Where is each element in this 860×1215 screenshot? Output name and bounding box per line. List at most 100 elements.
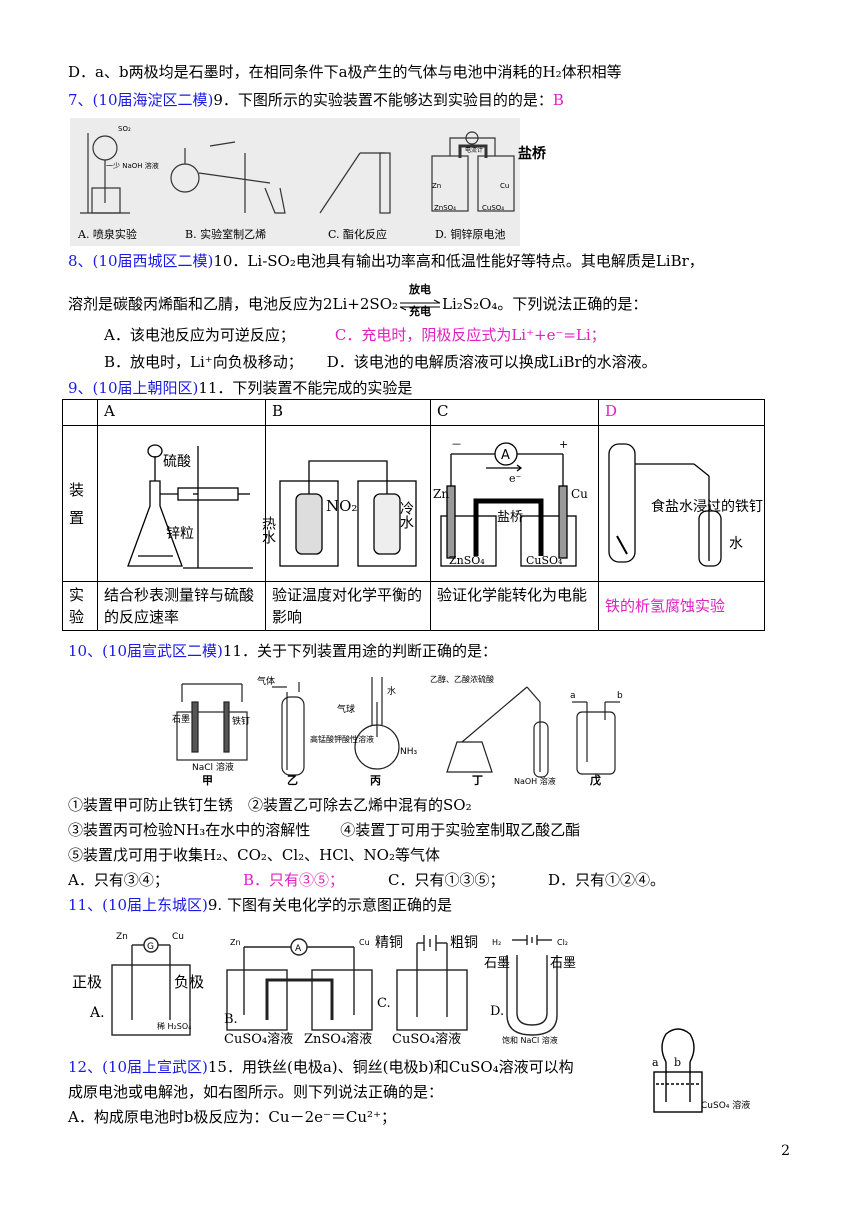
q10-water-label: 水 <box>387 685 396 697</box>
q10-option-c: C．只有①③⑤； <box>388 871 505 889</box>
q10-option-b: B．只有③⑤； <box>243 871 345 889</box>
q9c-electron-label: e⁻ <box>509 472 522 485</box>
q11d-h2-label: H₂ <box>492 938 501 947</box>
q11a-positive-label: 正极 <box>72 973 102 991</box>
q9-device-b: 热水 NO₂ 冷水 <box>260 425 431 582</box>
q8-options-row-1: A．该电池反应为可逆反应； C．充电时，阴极反应式为Li⁺+e⁻=Li； <box>104 325 606 345</box>
q10-balloon-label: 气球 <box>337 703 355 715</box>
q7-cu-label: Cu <box>500 182 509 190</box>
q11d-cl2-label: Cl₂ <box>557 938 568 947</box>
q8-source: 8、(10届西城区二模) <box>68 252 214 270</box>
q10-naoh-label: NaOH 溶液 <box>514 776 556 786</box>
q9a-acid-label: 硫酸 <box>163 454 191 470</box>
q7-znso4-label: ZnSO₄ <box>434 204 456 212</box>
q9-row-experiment: 实验 <box>62 581 98 631</box>
q7-caption-d: D. 铜锌原电池 <box>435 227 505 241</box>
q9-col-a: A <box>97 399 266 426</box>
q10-reagent-label: 乙醇、乙酸浓硫酸 <box>430 674 494 684</box>
q8-option-a: A．该电池反应为可逆反应； <box>104 326 295 344</box>
q7-caption-c: C. 酯化反应 <box>328 227 387 241</box>
q12-b-label: b <box>674 1056 681 1069</box>
question-10: 10、(10届宣武区二模)11．关于下列装置用途的判断正确的是： <box>68 641 497 661</box>
q7-caption-a: A. 喷泉实验 <box>77 227 137 241</box>
q10-statement-2: ③装置丙可检验NH₃在水中的溶解性 ④装置丁可用于实验室制取乙酸乙酯 <box>68 821 581 839</box>
q11-a-letter: A. <box>89 1005 105 1021</box>
q11a-zn-label: Zn <box>116 932 128 942</box>
q9c-zn-label: Zn <box>433 487 449 501</box>
q11-b-letter: B. <box>224 1012 238 1027</box>
q7-naoh-label: 一少 NaOH 溶液 <box>106 161 159 170</box>
q11d-graphite-left: 石墨 <box>484 956 510 971</box>
q11d-graphite-right: 石墨 <box>550 956 576 971</box>
q9d-nail-label: 食盐水浸过的铁钉 <box>651 498 763 515</box>
q9c-minus-label: － <box>451 438 462 451</box>
q11b-zn-label: Zn <box>230 938 241 947</box>
q9c-plus-label: + <box>559 438 568 451</box>
q12-source: 12、(10届上宣武区) <box>68 1058 208 1076</box>
q8-reaction-left: 溶剂是碳酸丙烯酯和乙腈，电池反应为2Li+2SO₂ <box>68 295 399 313</box>
q8-arrow-charge: 充电 <box>409 305 432 318</box>
q12-figure: a b CuSO₄ 溶液 <box>648 1022 750 1117</box>
q8-option-c: C．充电时，阴极反应式为Li⁺+e⁻=Li； <box>334 326 606 344</box>
q9-device-a: 硫酸 锌粒 <box>97 425 266 582</box>
q10-label-ding: 丁 <box>472 774 483 787</box>
q11c-pure-cu-label: 精铜 <box>375 935 403 951</box>
q9-device-c: A e⁻ － + Zn Cu 盐桥 ZnSO₄ CuSO₄ <box>430 425 599 582</box>
q7-answer: B <box>552 91 564 109</box>
q9a-zinc-label: 锌粒 <box>166 526 194 542</box>
q9-stem: 11．下列装置不能完成的实验是 <box>198 379 413 397</box>
q7-figure: SO₂ 一少 NaOH 溶液 电流计 盐桥 Zn Cu ZnSO₄ CuSO₄ … <box>70 118 547 246</box>
q10-option-d: D．只有①②④。 <box>548 871 666 889</box>
q9-col-c: C <box>430 399 599 426</box>
q7-cuso4-label: CuSO₄ <box>482 204 504 212</box>
option-d-previous: D．a、b两极均是石墨时，在相同条件下a极产生的气体与电池中消耗的H₂体积相等 <box>68 63 622 81</box>
q9c-bridge-label: 盐桥 <box>497 510 523 525</box>
q10-statement-3: ⑤装置戊可用于收集H₂、CO₂、Cl₂、HCl、NO₂等气体 <box>68 846 440 864</box>
q8-arrow-discharge: 放电 <box>409 283 432 296</box>
q7-source: 7、(10届海淀区二模) <box>68 91 214 109</box>
q11-stem: 9. 下图有关电化学的示意图正确的是 <box>207 896 452 914</box>
q7-zn-label: Zn <box>432 182 441 190</box>
q10-a-label: a <box>570 691 576 701</box>
q8-reaction-right: Li₂S₂O₄。下列说法正确的是： <box>442 295 648 313</box>
q9-table: A B C D 装置 硫酸 锌粒 <box>62 399 765 631</box>
q9b-cold-label: 冷水 <box>398 501 414 529</box>
q10-figure: NaCl 溶液 石墨 铁钉 气体 高锰酸钾酸性溶液 气球 水 NH₃ 乙醇、乙酸… <box>172 662 623 790</box>
q9b-no2-label: NO₂ <box>326 497 357 515</box>
q12-stem-1: 15．用铁丝(电极a)、铜丝(电极b)和CuSO₄溶液可以构 <box>207 1058 574 1076</box>
q10-stem: 11．关于下列装置用途的判断正确的是： <box>222 642 497 660</box>
q11a-g-label: G <box>147 942 154 952</box>
q11-c-letter: C. <box>377 996 391 1011</box>
q8-options-row-2: B．放电时，Li⁺向负极移动；D．该电池的电解质溶液可以换成LiBr的水溶液。 <box>104 352 657 372</box>
q9-device-d: 食盐水浸过的铁钉 水 <box>598 425 765 582</box>
q9c-cuso4-label: CuSO₄ <box>526 554 563 567</box>
q10-label-wu: 戊 <box>589 773 601 787</box>
question-7: 7、(10届海淀区二模)9．下图所示的实验装置不能够达到实验目的的是：B <box>68 90 564 110</box>
q9-exp-a: 结合秒表测量锌与硫酸的反应速率 <box>97 581 266 631</box>
q8-stem-1: 10．Li-SO₂电池具有输出功率高和低温性能好等特点。其电解质是LiBr， <box>213 252 704 270</box>
q10-statement-1: ①装置甲可防止铁钉生锈 ②装置乙可除去乙烯中混有的SO₂ <box>68 796 472 814</box>
q11-d-letter: D. <box>490 1004 504 1019</box>
q10-nh3-label: NH₃ <box>400 747 418 757</box>
q10-nail-label: 铁钉 <box>232 715 250 727</box>
q12-a-label: a <box>652 1056 659 1069</box>
q9d-water-label: 水 <box>729 536 743 552</box>
q7-stem: 9．下图所示的实验装置不能够达到实验目的的是： <box>213 91 553 109</box>
q7-bridge-label: 盐桥 <box>518 145 547 162</box>
q9c-znso4-label: ZnSO₄ <box>449 554 485 567</box>
q11a-negative-label: 负极 <box>174 973 204 991</box>
q11c-crude-cu-label: 粗铜 <box>450 935 478 951</box>
q9b-hot-label: 热水 <box>260 516 276 544</box>
q8-option-b: B．放电时，Li⁺向负极移动； <box>104 353 303 371</box>
q11-figure: Zn Cu G 正极 负极 A. 稀 H₂SO₄ A Zn Cu B. CuSO… <box>72 925 602 1047</box>
q8-reaction-arrow: 放电充电 <box>398 283 442 318</box>
q12-cuso4-label: CuSO₄ 溶液 <box>701 1099 750 1111</box>
q11a-h2so4-label: 稀 H₂SO₄ <box>157 1021 191 1031</box>
q10-nacl-label: NaCl 溶液 <box>192 761 234 773</box>
q11b-ammeter-label: A <box>295 944 302 954</box>
q7-meter-label: 电流计 <box>465 146 483 154</box>
q11b-cu-label: Cu <box>359 938 370 947</box>
question-8: 8、(10届西城区二模)10．Li-SO₂电池具有输出功率高和低温性能好等特点。… <box>68 251 704 271</box>
q10-gas-label: 气体 <box>257 675 275 687</box>
